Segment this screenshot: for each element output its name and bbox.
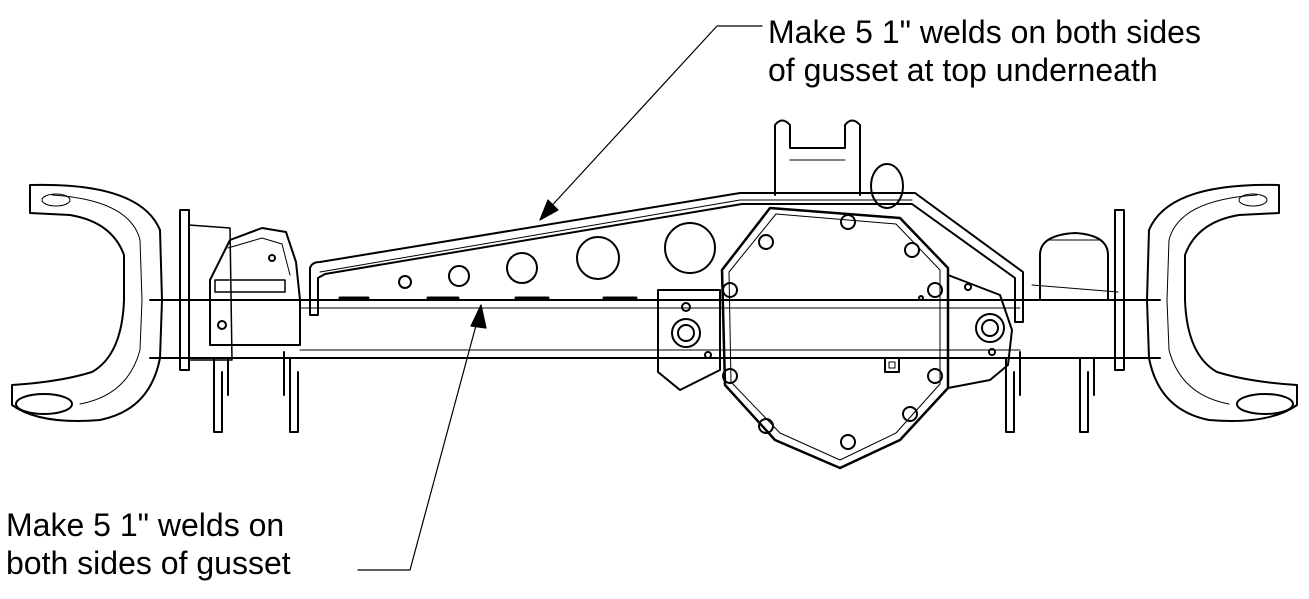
left-c-knuckle xyxy=(11,183,163,422)
left-bracket xyxy=(209,227,301,346)
top-callout-leader xyxy=(539,25,763,221)
top-arrowhead-icon xyxy=(539,199,559,221)
gusset-plate xyxy=(309,192,1024,323)
top-shock-mount xyxy=(774,119,904,209)
top-callout-line-1: Make 5 1" welds on both sides xyxy=(768,14,1201,50)
bottom-callout-leader xyxy=(357,304,487,571)
right-c-knuckle xyxy=(1146,183,1298,422)
bottom-callout-line-1: Make 5 1" welds on xyxy=(6,507,285,543)
bottom-weld-callout: Make 5 1" welds on both sides of gusset xyxy=(6,506,291,582)
bottom-callout-line-2: both sides of gusset xyxy=(6,545,291,581)
top-callout-line-2: of gusset at top underneath xyxy=(768,52,1158,88)
differential-cover xyxy=(720,206,950,470)
left-knuckle-plate xyxy=(179,209,233,371)
right-diff-bracket xyxy=(947,274,1013,389)
lower-link-brackets xyxy=(213,351,1095,433)
right-knuckle-plate xyxy=(1114,209,1125,371)
bottom-arrowhead-icon xyxy=(470,304,487,329)
cover-bolts xyxy=(722,214,943,450)
top-weld-callout: Make 5 1" welds on both sides of gusset … xyxy=(768,13,1201,89)
right-spring-mount xyxy=(1031,232,1119,301)
left-diff-bracket xyxy=(657,289,721,391)
axle-tube xyxy=(149,299,1161,359)
